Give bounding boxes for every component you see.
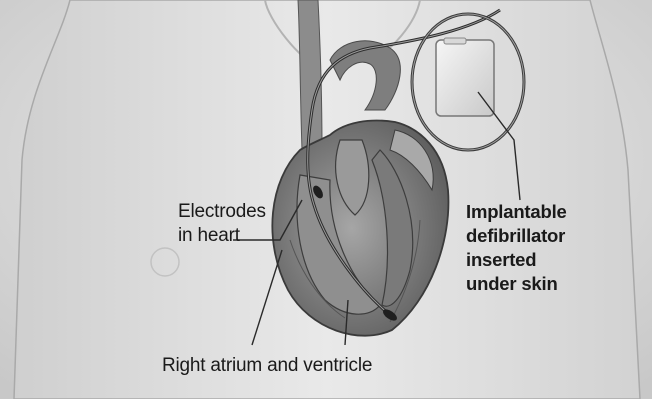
defibrillator-label-line: inserted [466, 248, 567, 272]
defibrillator-label-line: Implantable [466, 200, 567, 224]
defibrillator-device [436, 40, 494, 116]
atrium-label-text: Right atrium and ventricle [162, 354, 372, 378]
electrodes-label: Electrodes in heart [178, 200, 266, 248]
defibrillator-label-line: under skin [466, 272, 567, 296]
defibrillator-label-line: defibrillator [466, 224, 567, 248]
electrodes-label-line: in heart [178, 224, 266, 248]
electrodes-label-line: Electrodes [178, 200, 266, 224]
atrium-label: Right atrium and ventricle [162, 354, 372, 378]
defibrillator-label: Implantable defibrillator inserted under… [466, 200, 567, 296]
device-header [444, 38, 466, 44]
